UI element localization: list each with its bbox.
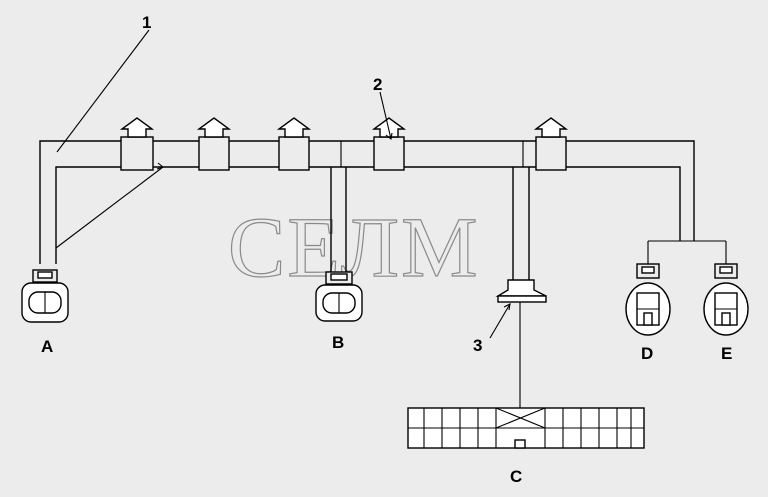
clip-2 bbox=[196, 117, 232, 171]
connector-label-a: A bbox=[41, 337, 53, 356]
branch-c bbox=[512, 141, 530, 280]
callout-2: 2 bbox=[373, 75, 382, 94]
watermark-text: СЕЛМ bbox=[228, 199, 480, 295]
connector-label-e: E bbox=[721, 344, 732, 363]
harness-clips bbox=[119, 117, 569, 171]
clip-5 bbox=[533, 117, 569, 171]
clip-4 bbox=[371, 117, 407, 171]
connector-label-c: C bbox=[510, 467, 522, 486]
connector-a bbox=[21, 269, 69, 323]
leader-lines bbox=[55, 29, 511, 339]
callout-1: 1 bbox=[142, 13, 151, 32]
grommet bbox=[495, 279, 547, 408]
connector-e bbox=[703, 263, 749, 336]
clip-3 bbox=[276, 117, 312, 171]
clip-1 bbox=[119, 117, 155, 171]
connector-label-d: D bbox=[641, 344, 653, 363]
connector-label-b: B bbox=[332, 333, 344, 352]
connector-b bbox=[315, 271, 363, 322]
branch-b bbox=[330, 141, 347, 272]
connector-d bbox=[625, 263, 671, 336]
callout-3: 3 bbox=[473, 336, 482, 355]
branch-d-e bbox=[647, 240, 727, 264]
main-harness-trunk bbox=[39, 140, 695, 264]
connector-c bbox=[407, 407, 645, 449]
